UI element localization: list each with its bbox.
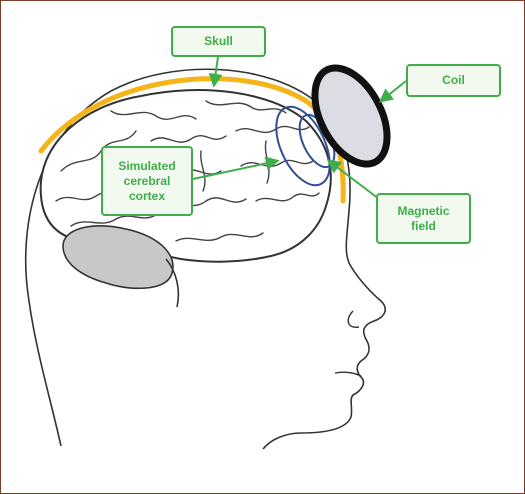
coil-shape: [311, 64, 391, 168]
nose-detail: [347, 310, 360, 328]
cerebellum: [62, 225, 174, 290]
skull-pointer: [208, 56, 223, 88]
coil-pointer: [378, 80, 407, 103]
magnetic-field-label: Magnetic field: [376, 193, 471, 244]
field-pointer: [326, 159, 380, 200]
skull-label: Skull: [171, 26, 266, 57]
brainstem: [165, 258, 180, 308]
cortex-pointer: [192, 156, 280, 180]
cortex-label: Simulated cerebral cortex: [101, 146, 193, 216]
coil-label: Coil: [406, 64, 501, 97]
pointer-arrows: [192, 56, 407, 200]
mouth-detail: [334, 371, 362, 377]
